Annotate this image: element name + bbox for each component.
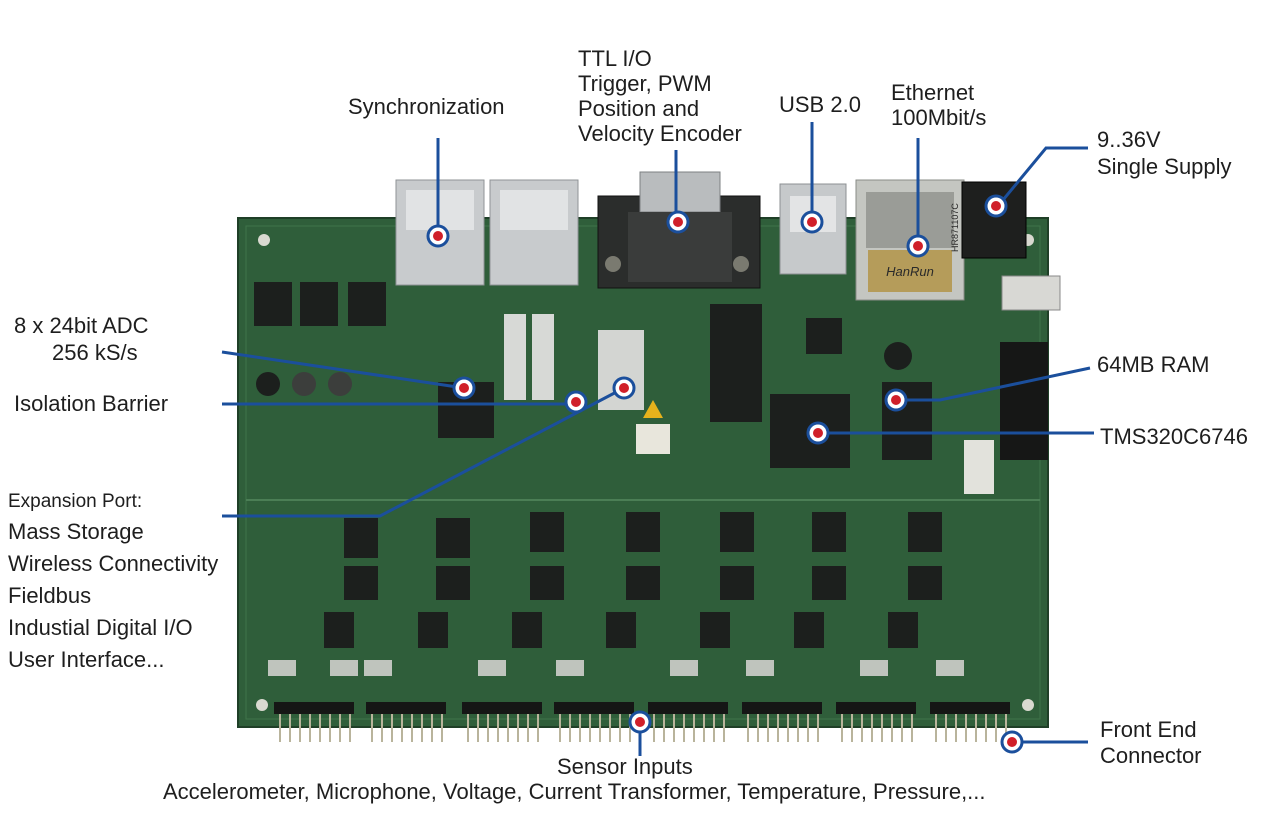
label-power: 9..36V Single Supply	[1097, 126, 1232, 180]
label-sensor-title: Sensor Inputs	[557, 754, 693, 779]
label-expansion: Expansion Port: Mass Storage Wireless Co…	[8, 488, 218, 676]
label-front-end-line1: Front End	[1100, 717, 1197, 742]
label-isolation: Isolation Barrier	[14, 391, 169, 416]
marker-usb	[800, 210, 824, 234]
label-power-line1: 9..36V	[1097, 127, 1161, 152]
analog-channels	[268, 512, 964, 676]
front-end-headers	[274, 702, 1010, 714]
label-ttl-io-line3: Position and	[578, 96, 700, 121]
ethernet-jack: HanRun HR871107C	[855, 179, 965, 301]
callout-lines	[221, 122, 1094, 756]
ethernet-jack-part: HR871107C	[950, 203, 960, 252]
marker-ethernet	[906, 234, 930, 258]
label-expansion-item: Industial Digital I/O	[8, 615, 193, 640]
marker-isolation	[564, 390, 588, 414]
label-expansion-title: Expansion Port:	[8, 491, 143, 512]
callout-line-power	[996, 146, 1088, 207]
marker-power	[984, 194, 1008, 218]
marker-dsp	[806, 421, 830, 445]
callout-line-expansion	[222, 386, 625, 518]
label-ethernet-line1: Ethernet	[891, 80, 975, 105]
ethernet-jack-brand: HanRun	[886, 264, 934, 279]
marker-ttl	[666, 210, 690, 234]
label-usb: USB 2.0	[779, 92, 861, 117]
label-expansion-item: Wireless Connectivity	[8, 551, 219, 576]
label-adc-line1: 8 x 24bit ADC	[14, 313, 149, 338]
label-front-end: Front End Connector	[1100, 717, 1202, 769]
label-expansion-item: User Interface...	[8, 647, 165, 672]
rj45-sync-jacks	[395, 179, 579, 286]
label-expansion-item: Fieldbus	[8, 583, 92, 608]
callout-markers	[426, 194, 1024, 754]
label-ttl-io-line1: TTL I/O	[578, 46, 652, 71]
label-ethernet-line2: 100Mbit/s	[891, 105, 987, 130]
marker-expansion	[612, 376, 636, 400]
label-ttl-io-line2: Trigger, PWM	[578, 71, 712, 96]
label-expansion-item: Mass Storage	[8, 519, 144, 544]
callout-line-ram	[896, 366, 1091, 402]
power-connector	[961, 181, 1061, 311]
label-ram: 64MB RAM	[1097, 352, 1210, 377]
label-adc: 8 x 24bit ADC 256 kS/s	[14, 312, 149, 366]
label-ttl-io: TTL I/O Trigger, PWM Position and Veloci…	[578, 46, 742, 146]
label-power-line2: Single Supply	[1097, 154, 1232, 179]
header-pins	[279, 714, 1007, 742]
marker-frontend	[1000, 730, 1024, 754]
marker-sync	[426, 224, 450, 248]
label-dsp: TMS320C6746	[1100, 424, 1248, 449]
marker-ram	[884, 388, 908, 412]
label-ttl-io-line4: Velocity Encoder	[578, 121, 742, 146]
label-sensor-list: Accelerometer, Microphone, Voltage, Curr…	[163, 779, 986, 804]
marker-sensor	[628, 710, 652, 734]
callout-line-adc	[221, 350, 465, 390]
label-ethernet: Ethernet 100Mbit/s	[891, 80, 986, 130]
label-adc-line2: 256 kS/s	[52, 340, 138, 365]
label-front-end-line2: Connector	[1100, 743, 1202, 768]
label-synchronization: Synchronization	[348, 94, 505, 119]
marker-adc	[452, 376, 476, 400]
